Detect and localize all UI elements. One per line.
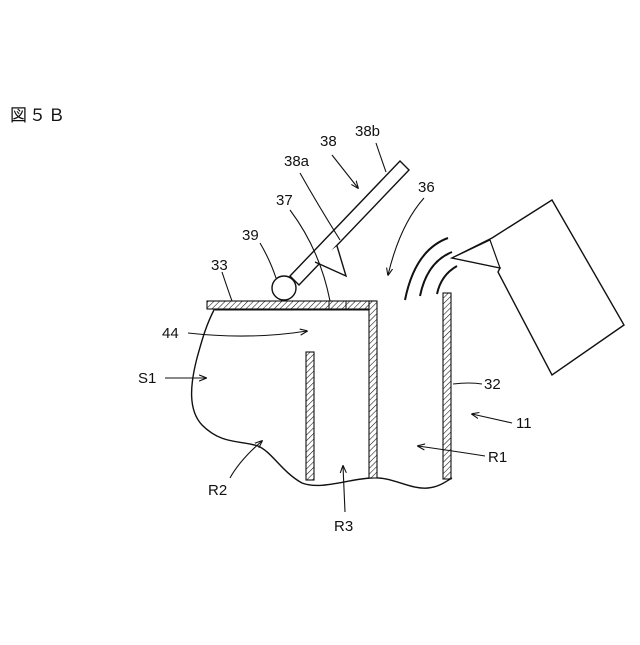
label-36: 36 <box>418 179 435 196</box>
label-S1: S1 <box>138 370 156 387</box>
lever-38 <box>290 161 409 285</box>
label-33: 33 <box>211 257 228 274</box>
leader-R3 <box>343 466 345 512</box>
partition-wall <box>306 352 314 480</box>
duct-wall <box>369 301 377 478</box>
leader-32 <box>453 383 482 384</box>
label-32: 32 <box>484 376 501 393</box>
label-R2: R2 <box>208 482 227 499</box>
label-38: 38 <box>320 133 337 150</box>
ball-39 <box>272 276 296 300</box>
spray-arc-3 <box>437 266 457 294</box>
leader-44 <box>188 331 307 336</box>
label-44: 44 <box>162 325 179 342</box>
top-plate-33 <box>207 301 375 309</box>
leader-39 <box>260 243 276 278</box>
leader-38 <box>332 155 358 188</box>
label-38b: 38b <box>355 123 380 140</box>
leader-38b <box>376 143 386 172</box>
leader-33 <box>222 272 232 301</box>
figure-title: 図５Ｂ <box>10 101 67 126</box>
label-39: 39 <box>242 227 259 244</box>
leader-11 <box>472 414 512 423</box>
leader-38a <box>300 173 340 240</box>
label-R1: R1 <box>488 449 507 466</box>
label-37: 37 <box>276 192 293 209</box>
nozzle-device <box>452 200 624 375</box>
label-R3: R3 <box>334 518 353 535</box>
label-11: 11 <box>516 415 532 432</box>
leader-R2 <box>230 441 262 478</box>
label-38a: 38a <box>284 153 310 170</box>
spray-arc-1 <box>405 238 448 300</box>
container-outline <box>192 308 452 488</box>
